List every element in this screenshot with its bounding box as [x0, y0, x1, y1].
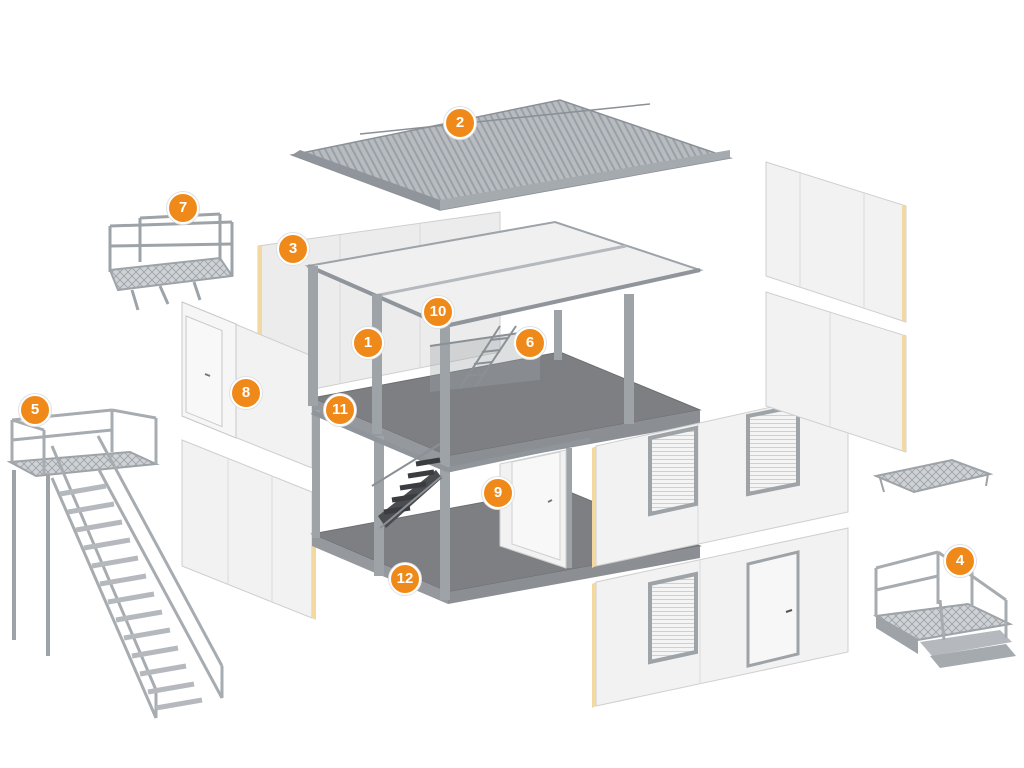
callout-11[interactable]: 11 [324, 394, 356, 426]
internal-staircase-upper-part [429, 325, 541, 392]
callout-2[interactable]: 2 [444, 107, 476, 139]
callout-7[interactable]: 7 [167, 192, 199, 224]
callout-9[interactable]: 9 [482, 477, 514, 509]
lower-side-wall-part [181, 439, 316, 620]
callout-4[interactable]: 4 [944, 545, 976, 577]
interior-partition-part [499, 449, 567, 569]
front-wall-upper-part [592, 389, 849, 568]
internal-staircase-lower-part [371, 443, 443, 529]
callout-12[interactable]: 12 [389, 563, 421, 595]
external-staircase-part [6, 408, 224, 719]
front-wall-lower-part [592, 527, 849, 708]
callout-10[interactable]: 10 [422, 296, 454, 328]
callout-1[interactable]: 1 [352, 327, 384, 359]
entrance-steps-part [872, 550, 1016, 668]
callout-3[interactable]: 3 [277, 233, 309, 265]
callout-6[interactable]: 6 [514, 327, 546, 359]
roof-part [289, 99, 733, 211]
right-side-panels-part [765, 161, 907, 453]
callout-8[interactable]: 8 [230, 377, 262, 409]
balcony-platform-part [108, 212, 234, 311]
small-platform-part [872, 458, 994, 494]
callout-5[interactable]: 5 [19, 394, 51, 426]
